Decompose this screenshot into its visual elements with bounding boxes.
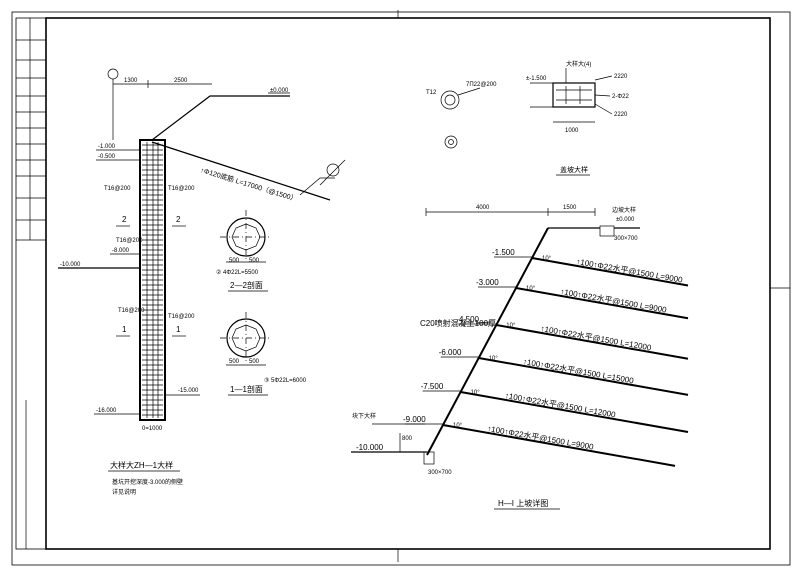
pile-caption: 大样大ZH—1大样	[110, 460, 173, 470]
dim-1300: 1300	[124, 78, 138, 84]
slope-row-elev: -3.000	[476, 278, 499, 287]
sec11-rebar: ③ 5Φ22L=6000	[264, 377, 307, 384]
detail-circle-note: 7Π22@200	[466, 82, 497, 88]
detail-box-mid: 2-Φ22	[612, 94, 629, 100]
slope-anchor	[442, 424, 676, 467]
slope-dim-1500: 1500	[563, 205, 577, 211]
slope-row-angle: 10°	[526, 286, 536, 292]
pile-section: 1300 2500 ±0.000 0=1000 ↑Φ120底筋 L=17000（…	[58, 68, 346, 496]
pile-caption-sub: 基坑开挖深度-3.000的侧壁	[112, 478, 183, 486]
ground-elevation: ±0.000	[270, 88, 289, 94]
note-e: T16@200	[168, 314, 195, 320]
elev-16000: -16.000	[96, 408, 117, 414]
note-c: T16@200	[116, 238, 143, 244]
slope-anchor	[478, 357, 689, 396]
section-2-2: 500 500 ② 4Φ22L=5500 2—2剖面	[216, 210, 272, 292]
slope-bottom-note: 块下大样	[352, 412, 376, 420]
title-strip	[15, 17, 47, 550]
sec22-w2: 500	[249, 258, 260, 264]
slope-row-elev: -6.000	[439, 348, 462, 357]
detail-caption: 盖坡大样	[560, 165, 588, 174]
slope-row-angle: 10°	[542, 256, 552, 262]
slope-row-angle: 10°	[506, 323, 516, 329]
pile-caption-sub2: 详见说明	[112, 488, 136, 496]
slope-row-label: ↑100↑Φ22水平@1500 L=15000	[522, 356, 635, 385]
slope-row-angle: 10°	[471, 390, 481, 396]
section-mark-1-left: 1	[122, 325, 127, 334]
slope-row-label: ↑100↑Φ22水平@1500 L=12000	[540, 323, 653, 352]
elev-0500: -0.500	[98, 154, 116, 160]
slope-row-label: ↑100↑Φ22水平@1500 L=12000	[504, 390, 617, 419]
detail-box-right1: 2220	[614, 74, 628, 80]
slope-bottom-elev: -10.000	[356, 443, 384, 452]
detail-box-right2: 2220	[614, 112, 628, 118]
elev-15000: -15.000	[178, 388, 199, 394]
dim-2500: 2500	[174, 78, 188, 84]
slope-row-elev: -9.000	[403, 415, 426, 424]
sec11-title: 1—1剖面	[230, 384, 263, 394]
slope-row-label: ↑100↑Φ22水平@1500 L=9000	[576, 256, 684, 285]
sec22-w1: 500	[229, 258, 240, 264]
slope-row-label: ↑100↑Φ22水平@1500 L=9000	[487, 423, 595, 452]
slope-row-angle: 10°	[489, 356, 499, 362]
outer-border	[11, 11, 791, 566]
sec11-w2: 500	[249, 359, 260, 365]
slope-dim-4000: 4000	[476, 205, 490, 211]
note-a: T16@200	[104, 186, 131, 192]
slope-bottom-size: 300×700	[428, 470, 452, 476]
section-mark-1-right: 1	[176, 325, 181, 334]
c20-label: C20喷射混凝土100厚	[420, 318, 496, 328]
detail-box-elev: ±-1.500	[526, 76, 547, 82]
slope-top-elev: ±0.000	[616, 217, 635, 223]
pile-stirrups	[142, 142, 163, 418]
elev-8000: -8.000	[112, 248, 130, 254]
sec11-w1: 500	[229, 359, 240, 365]
elev-1000: -1.000	[98, 144, 116, 150]
detail-circle-label: T12	[426, 90, 437, 96]
pile-diameter-label: 0=1000	[142, 426, 163, 432]
slope-row-elev: -4.500	[456, 315, 479, 324]
section-mark-2-right: 2	[176, 215, 181, 224]
slope-anchor-rows: -1.500 10° ↑100↑Φ22水平@1500 L=9000 -3.000 10°…	[403, 248, 689, 467]
note-d: T16@200	[118, 308, 145, 314]
slope-anchor	[531, 257, 689, 287]
section-1-1: 500 500 ③ 5Φ22L=6000 1—1剖面	[220, 312, 307, 396]
slope-top-note: 边坡大样	[612, 206, 636, 214]
slope-row-elev: -1.500	[492, 248, 515, 257]
slope-section: 4000 1500 ±0.000 边坡大样 300×700 -1.500 10° ↑…	[351, 205, 689, 510]
slope-dim-800: 800	[402, 436, 413, 442]
slope-row-label: ↑100↑Φ22水平@1500 L=9000	[560, 286, 668, 315]
note-b: T16@200	[168, 186, 195, 192]
slope-row-elev: -7.500	[421, 382, 444, 391]
slope-anchor	[460, 391, 689, 434]
section-mark-2-left: 2	[122, 215, 127, 224]
top-detail: T12 7Π22@200 ±-1.500 大样大(4) 2220 2-Φ22 2…	[426, 60, 629, 176]
detail-box-note: 大样大(4)	[566, 60, 591, 68]
slope-anchor	[496, 324, 689, 360]
elev-10000: -10.000	[60, 262, 81, 268]
slope-anchor	[515, 287, 689, 320]
detail-box-width: 1000	[565, 128, 579, 134]
slope-row-angle: 10°	[453, 423, 463, 429]
slope-top-size: 300×700	[614, 236, 638, 242]
slope-caption: H—I 上坡详图	[498, 498, 548, 508]
sec22-title: 2—2剖面	[230, 280, 263, 290]
sec22-rebar: ② 4Φ22L=5500	[216, 269, 259, 276]
